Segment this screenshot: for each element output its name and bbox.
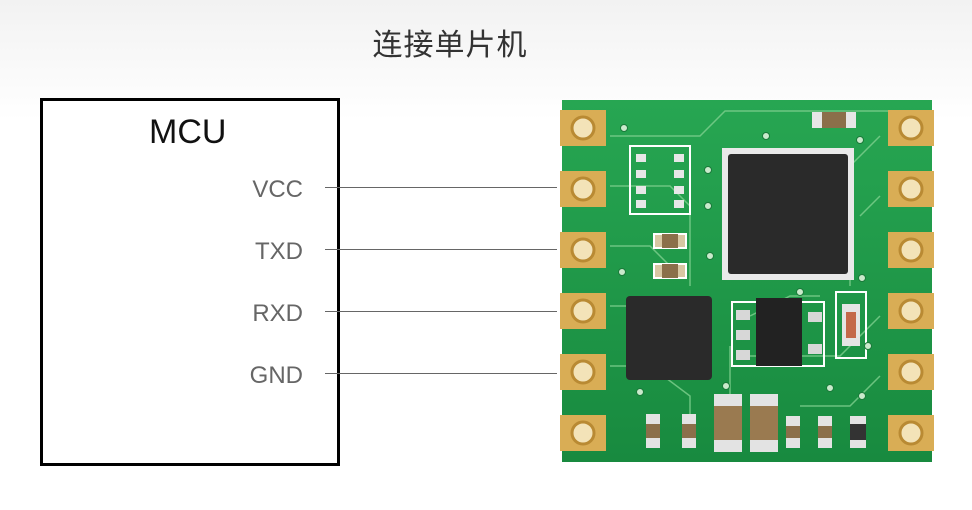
wire-txd [325,249,557,250]
wire-vcc [325,187,557,188]
mcu-block: MCU VCC TXD RXD GND [40,98,340,466]
pin-label-vcc: VCC [252,176,303,203]
pin-label-gnd: GND [249,362,303,389]
bottom-components [646,394,866,452]
main-chip [728,154,848,274]
mcu-label: MCU [149,113,227,151]
sensor-module-image [560,100,934,462]
pin-label-rxd: RXD [252,300,303,327]
status-led [846,312,856,338]
pin-label-txd: TXD [255,238,303,265]
regulator-chip [756,298,802,366]
wire-gnd [325,373,557,374]
wire-rxd [325,311,557,312]
left-pads [560,110,606,451]
right-pads [888,110,934,451]
secondary-chip [626,296,712,380]
pcb-vias [618,124,872,400]
diagram-title: 连接单片机 [372,28,528,63]
